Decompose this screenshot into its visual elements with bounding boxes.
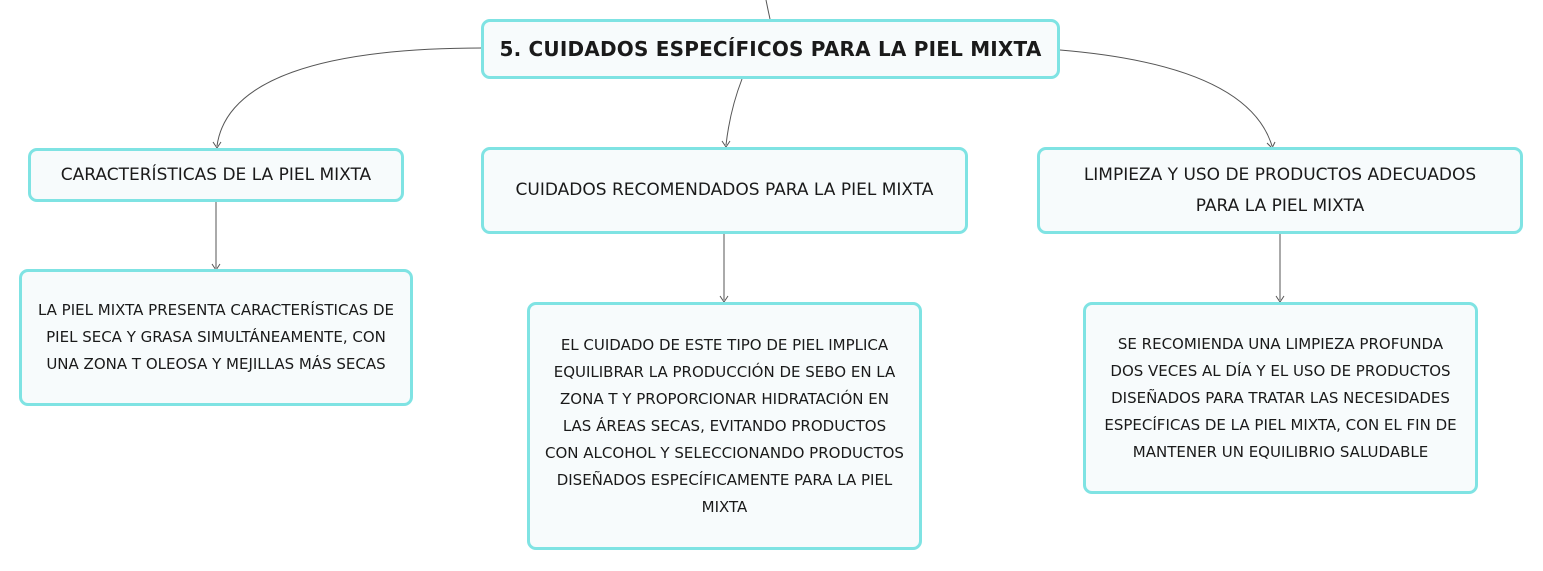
topic-caracteristicas[interactable]: CARACTERÍSTICAS DE LA PIEL MIXTA bbox=[28, 148, 404, 202]
connector-root-to-branch-3 bbox=[1059, 49, 1273, 147]
connector-root-to-branch-1 bbox=[216, 47, 483, 147]
subtopic-limpieza-detalle[interactable]: SE RECOMIENDA UNA LIMPIEZA PROFUNDA DOS … bbox=[1083, 302, 1478, 494]
topic-cuidados-recomendados[interactable]: CUIDADOS RECOMENDADOS PARA LA PIEL MIXTA bbox=[481, 147, 968, 234]
subtopic-cuidados-detalle[interactable]: EL CUIDADO DE ESTE TIPO DE PIEL IMPLICA … bbox=[527, 302, 922, 550]
topic-limpieza-productos[interactable]: LIMPIEZA Y USO DE PRODUCTOS ADECUADOS PA… bbox=[1037, 147, 1523, 234]
connector-parent-to-root bbox=[765, 0, 771, 20]
connector-root-to-branch-2 bbox=[725, 78, 743, 146]
subtopic-caracteristicas-detalle[interactable]: LA PIEL MIXTA PRESENTA CARACTERÍSTICAS D… bbox=[19, 269, 413, 406]
root-topic[interactable]: 5. CUIDADOS ESPECÍFICOS PARA LA PIEL MIX… bbox=[481, 19, 1060, 79]
